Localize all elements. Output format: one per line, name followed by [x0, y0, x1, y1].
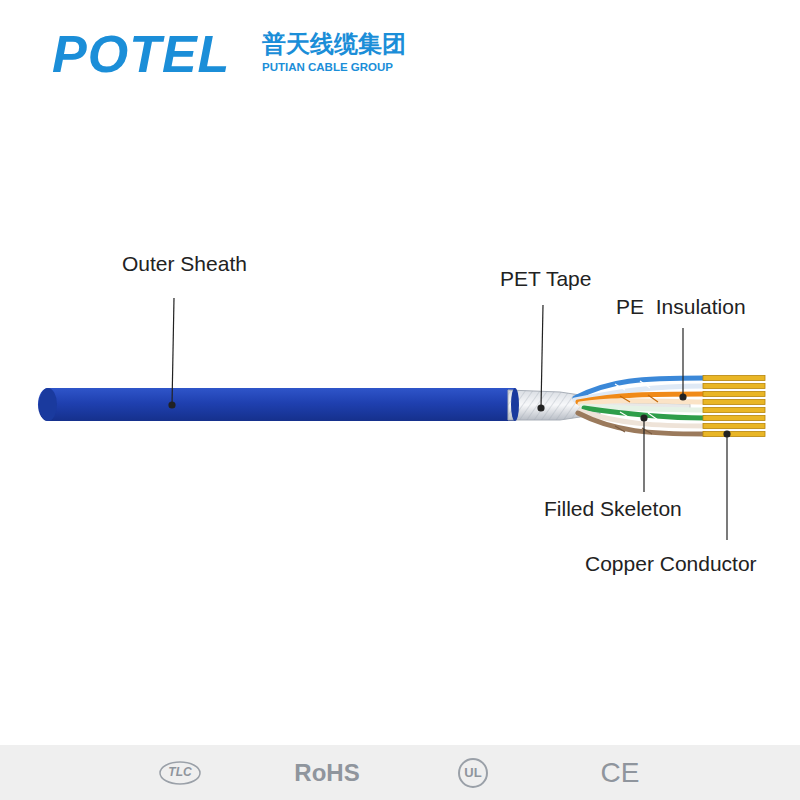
pair-twist-marks: [615, 381, 658, 434]
footer-band: [0, 745, 800, 800]
part-name: PE Insulation: [616, 295, 746, 318]
brand-chinese: 普天线缆集团: [262, 31, 406, 57]
part-name: Filled Skeleton: [544, 497, 682, 520]
copper-conductors: [703, 376, 765, 437]
brand-logo: POTEL: [52, 26, 230, 83]
brand-english: PUTIAN CABLE GROUP: [262, 61, 393, 74]
cert-logo: RoHS: [294, 760, 359, 786]
outer-sheath: [38, 388, 515, 421]
cert-logo: CE: [601, 758, 640, 789]
cert-logo: TLC: [168, 766, 191, 779]
tlc-logo: [160, 762, 200, 784]
ul-logo: [459, 759, 487, 787]
part-name: PET Tape: [500, 267, 591, 290]
part-name: Copper Conductor: [585, 552, 757, 575]
leader-lines: [169, 298, 730, 540]
part-name: Outer Sheath: [122, 252, 247, 275]
sheath-end: [39, 388, 57, 421]
cert-logo: UL: [464, 766, 481, 780]
twisted-pairs: [575, 378, 705, 434]
sheath-cut: [511, 388, 519, 421]
